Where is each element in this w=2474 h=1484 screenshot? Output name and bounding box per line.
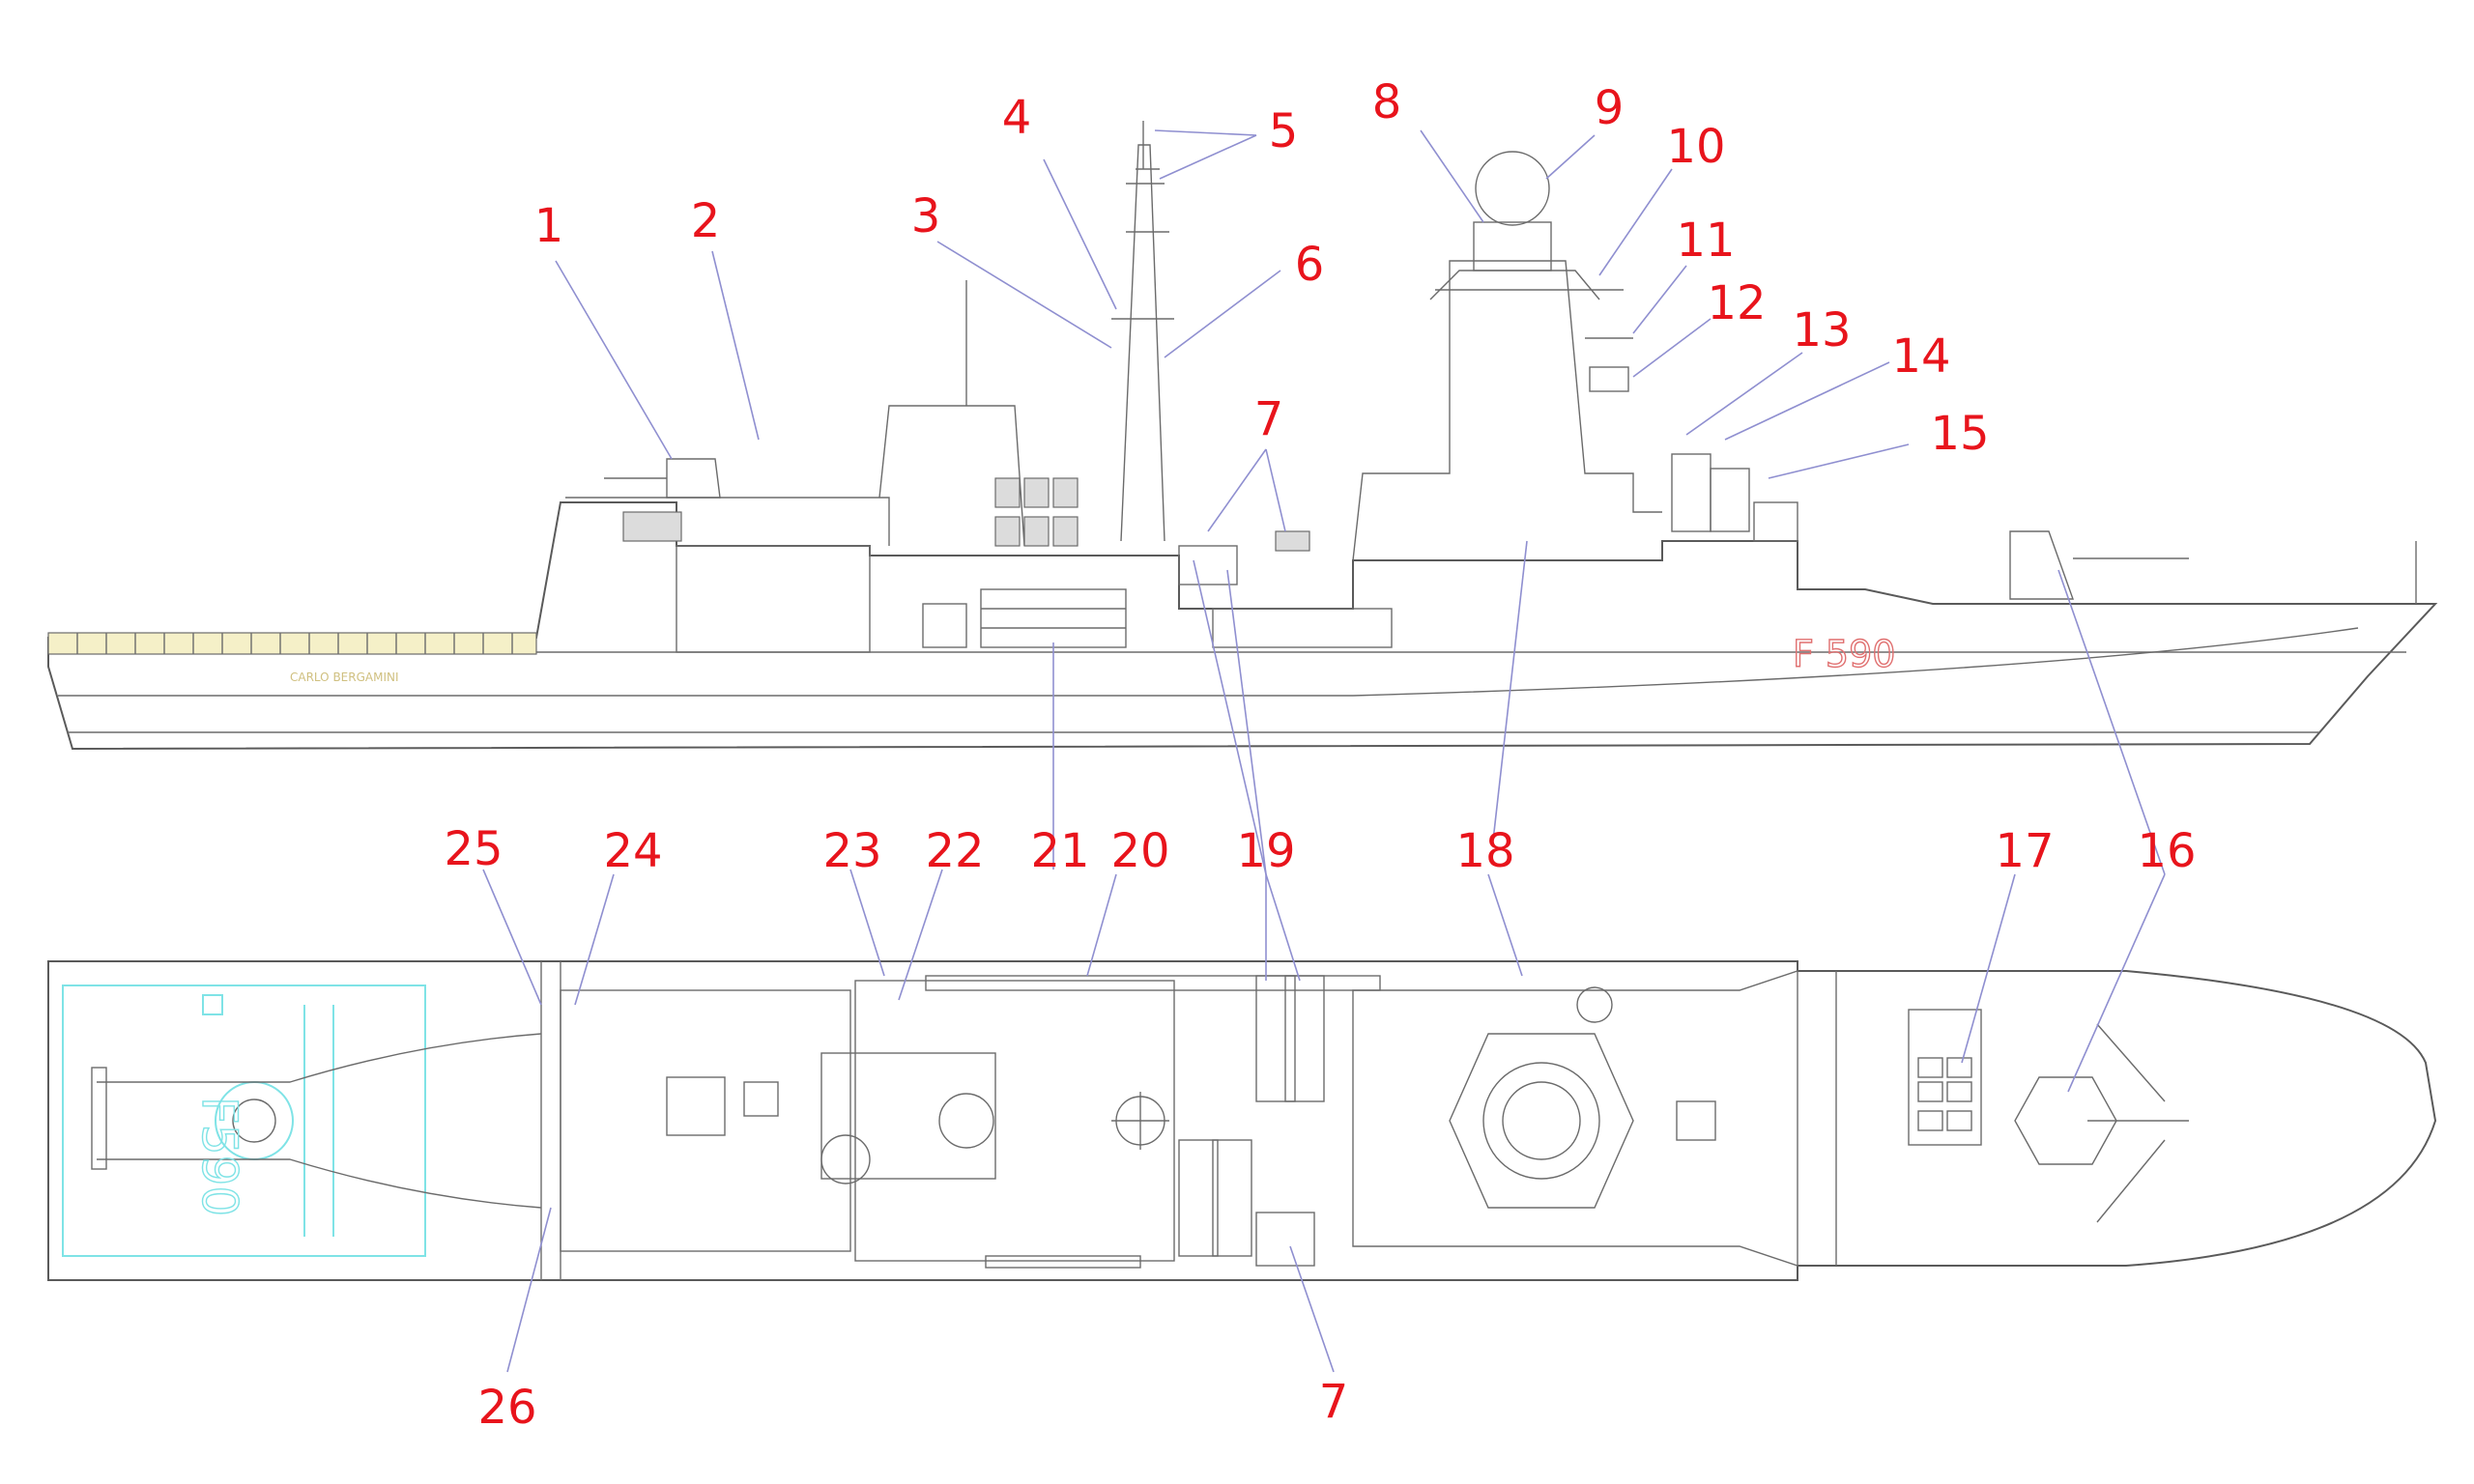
callout-9: 9 — [1595, 81, 1625, 135]
callout-20: 20 — [1110, 824, 1169, 878]
callout-1: 1 — [534, 199, 564, 253]
forward-gun — [2009, 530, 2074, 600]
callout-3: 3 — [911, 189, 941, 243]
callout-24: 24 — [603, 824, 662, 878]
callout-4: 4 — [1002, 91, 1032, 145]
callout-2: 2 — [691, 194, 721, 248]
plan-view: F590 — [47, 960, 2437, 1281]
side-profile: CARLO BERGAMINI F 590 — [47, 121, 2438, 751]
radar-hexagon — [1449, 1033, 1634, 1209]
callout-23: 23 — [822, 824, 881, 878]
pennant-number-deck: F590 — [191, 1097, 247, 1216]
vls-grid — [1917, 1057, 1972, 1131]
callout-8: 8 — [1372, 75, 1402, 129]
ship-name-plate: CARLO BERGAMINI — [290, 671, 399, 684]
callout-11: 11 — [1676, 214, 1735, 268]
callout-10: 10 — [1666, 120, 1725, 174]
callout-14: 14 — [1891, 329, 1950, 384]
callout-7-plan: 7 — [1319, 1375, 1349, 1429]
callout-6: 6 — [1295, 238, 1325, 292]
callout-5: 5 — [1269, 104, 1299, 158]
callout-17: 17 — [1995, 824, 2054, 878]
callout-25: 25 — [444, 822, 503, 876]
callout-15: 15 — [1930, 407, 1989, 461]
callout-labels: 1 2 3 4 5 6 7 8 9 10 11 12 13 14 15 25 2… — [444, 75, 2196, 1435]
funnel-vents — [994, 477, 1079, 547]
vls-cells — [1908, 1009, 1982, 1146]
radar-dome — [1475, 151, 1550, 226]
callout-16: 16 — [2137, 824, 2196, 878]
callout-12: 12 — [1707, 276, 1766, 330]
callout-22: 22 — [925, 824, 984, 878]
callout-7-side: 7 — [1254, 392, 1284, 446]
deck-panel-dividers — [76, 633, 513, 654]
leader-lines — [482, 129, 2166, 1373]
callout-18: 18 — [1455, 824, 1514, 878]
callout-13: 13 — [1792, 303, 1851, 357]
callout-21: 21 — [1030, 824, 1089, 878]
helideck-outline — [62, 985, 426, 1257]
callout-26: 26 — [477, 1381, 536, 1435]
hull-plan — [47, 960, 2437, 1281]
pennant-number-side: F 590 — [1793, 633, 1895, 675]
callout-19: 19 — [1236, 824, 1295, 878]
